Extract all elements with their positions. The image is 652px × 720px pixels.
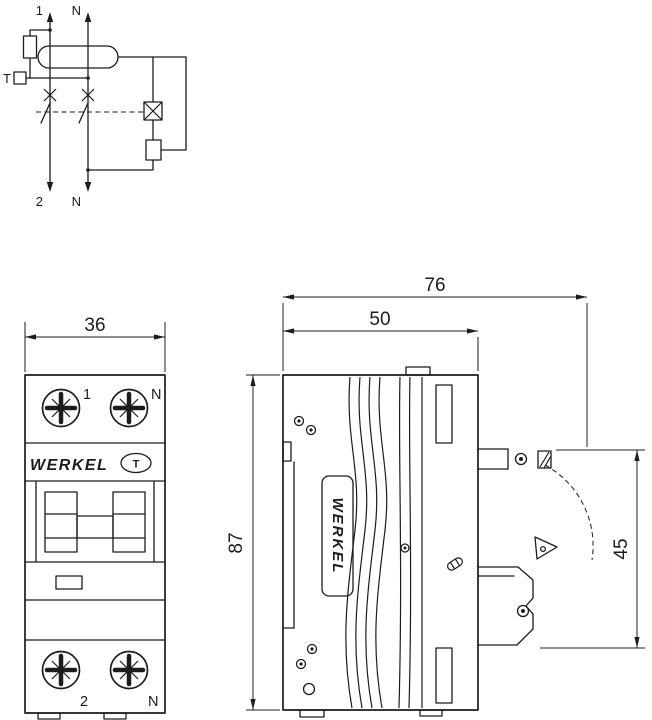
slot-bottom [435, 647, 453, 704]
front-terminal-label-2: 2 [80, 694, 88, 710]
terminal-screw-bottom-right [109, 650, 149, 690]
din-rail-clip [477, 448, 594, 646]
side-brand-plate [321, 475, 354, 597]
front-terminal-label-n-top: N [151, 387, 161, 403]
side-overall-depth-label: 76 [424, 275, 445, 296]
breaker-side-body [282, 374, 479, 711]
schematic-label-neutral-bottom: N [72, 194, 81, 209]
front-view: 36 1 N WERKEL [24, 315, 166, 720]
bottom-hole [302, 682, 316, 696]
side-top-tab [405, 366, 431, 376]
toggle-handle-left[interactable] [44, 491, 78, 553]
arrow-up-neutral [84, 12, 92, 22]
terminal-screw-top-right [109, 388, 149, 428]
dimension-depth-76: 76 [282, 275, 588, 447]
schematic-label-neutral-top: N [72, 3, 81, 18]
breaker-front-body [24, 374, 166, 714]
switch-toggle-area[interactable] [35, 480, 155, 563]
bottom-tab-left [37, 712, 61, 720]
side-bottom-tab-left [299, 709, 325, 718]
toggle-tie-bar[interactable] [76, 515, 114, 539]
test-resistor [22, 35, 38, 59]
terminal-screw-bottom-left [41, 650, 81, 690]
terminal-screw-top-left [41, 388, 81, 428]
arrow-down-line1 [46, 182, 54, 192]
front-brand-logo: WERKEL [30, 457, 108, 474]
rivets [293, 415, 410, 696]
test-button[interactable]: T [120, 452, 152, 474]
front-terminal-label-n-bottom: N [148, 694, 158, 710]
test-button-symbol [13, 71, 27, 85]
wiring-schematic: 1 N 2 N T [3, 3, 187, 209]
dimension-width-36: 36 [24, 315, 166, 372]
side-brand-logo: WERKEL [329, 498, 346, 575]
side-bottom-tab-right [419, 709, 443, 717]
bottom-tab-right [103, 712, 127, 720]
side-front-notch [282, 441, 292, 462]
latch-wedge [534, 536, 558, 560]
clip-travel-arc [544, 464, 594, 561]
indicator-window [55, 575, 83, 590]
test-button-label: T [133, 459, 140, 471]
front-width-dim-label: 36 [84, 315, 105, 336]
side-clip-span-label: 45 [611, 538, 632, 559]
case-moulding-lines [345, 376, 423, 709]
schematic-label-line1-top: 1 [36, 3, 43, 18]
slot-top [435, 384, 453, 444]
vent-detail [447, 557, 463, 571]
dimension-body-depth-50: 50 [283, 309, 479, 371]
arrow-down-neutral [84, 182, 92, 192]
dimension-height-87: 87 [226, 374, 280, 711]
front-terminal-label-1: 1 [83, 387, 91, 403]
side-view: 76 50 87 45 [226, 275, 645, 718]
side-height-label: 87 [226, 532, 247, 553]
schematic-label-line1-bottom: 2 [36, 194, 43, 209]
side-body-depth-label: 50 [369, 309, 390, 330]
dimension-clip-span-45: 45 [540, 449, 645, 649]
schematic-label-test: T [3, 71, 11, 86]
arrow-up-line1 [46, 12, 54, 22]
trip-coil [145, 139, 162, 161]
toggle-handle-right[interactable] [112, 491, 146, 553]
